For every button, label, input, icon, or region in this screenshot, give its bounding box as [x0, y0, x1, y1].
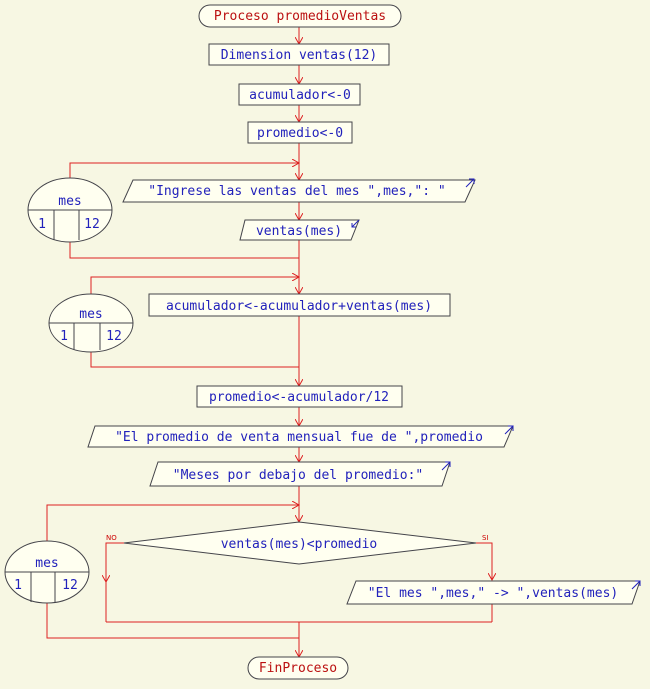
input-arrow-icon [351, 219, 360, 228]
svg-text:"Meses por debajo del promedio: "Meses por debajo del promedio:" [173, 468, 423, 483]
svg-text:promedio<-acumulador/12: promedio<-acumulador/12 [209, 390, 389, 405]
svg-text:"El promedio de venta mensual: "El promedio de venta mensual fue de ",p… [115, 430, 483, 445]
end-terminal: FinProceso [247, 656, 349, 680]
init-average-block: promedio<-0 [247, 121, 353, 144]
svg-text:promedio<-0: promedio<-0 [257, 126, 343, 141]
for-loop-1: mes 1 12 [27, 177, 113, 243]
svg-text:Proceso promedioVentas: Proceso promedioVentas [214, 9, 386, 24]
output-arrow-icon [465, 178, 475, 188]
svg-text:FinProceso: FinProceso [259, 661, 337, 676]
svg-text:ventas(mes): ventas(mes) [256, 224, 342, 239]
output-arrow-icon [504, 425, 514, 435]
svg-text:mes: mes [35, 556, 58, 571]
calc-average-block: promedio<-acumulador/12 [196, 385, 403, 408]
for-loop-3: mes 1 12 [4, 540, 90, 604]
svg-text:"El mes ",mes," -> ",ventas(me: "El mes ",mes," -> ",ventas(mes) [368, 586, 618, 601]
decision-diamond: ventas(mes)<promedio [123, 521, 477, 565]
input-sales-block: ventas(mes) [239, 219, 360, 241]
output-average-block: "El promedio de venta mensual fue de ",p… [87, 425, 514, 448]
output-header-block: "Meses por debajo del promedio:" [149, 461, 451, 487]
svg-text:1: 1 [14, 578, 22, 593]
svg-text:12: 12 [62, 578, 78, 593]
svg-text:acumulador<-acumulador+ventas(: acumulador<-acumulador+ventas(mes) [166, 299, 432, 314]
svg-text:12: 12 [84, 217, 100, 232]
output-arrow-icon [441, 461, 451, 471]
svg-text:acumulador<-0: acumulador<-0 [249, 88, 351, 103]
dimension-block: Dimension ventas(12) [208, 43, 390, 66]
svg-text:12: 12 [106, 329, 122, 344]
svg-text:ventas(mes)<promedio: ventas(mes)<promedio [221, 537, 378, 552]
output-month-block: "El mes ",mes," -> ",ventas(mes) [346, 580, 641, 605]
svg-text:1: 1 [38, 217, 46, 232]
for-loop-2: mes 1 12 [48, 293, 134, 353]
accumulate-block: acumulador<-acumulador+ventas(mes) [148, 293, 451, 317]
branch-si-label: SI [482, 534, 489, 542]
output-prompt-block: "Ingrese las ventas del mes ",mes,": " [122, 178, 476, 203]
output-arrow-icon [631, 580, 641, 590]
init-accumulator-block: acumulador<-0 [238, 83, 361, 106]
svg-text:1: 1 [60, 329, 68, 344]
svg-text:"Ingrese las ventas del mes ",: "Ingrese las ventas del mes ",mes,": " [148, 184, 445, 199]
svg-text:mes: mes [79, 307, 102, 322]
branch-no-label: NO [106, 534, 117, 542]
svg-text:mes: mes [58, 194, 81, 209]
flow-lines [46, 27, 492, 657]
svg-text:Dimension ventas(12): Dimension ventas(12) [221, 48, 378, 63]
start-terminal: Proceso promedioVentas [198, 4, 402, 28]
